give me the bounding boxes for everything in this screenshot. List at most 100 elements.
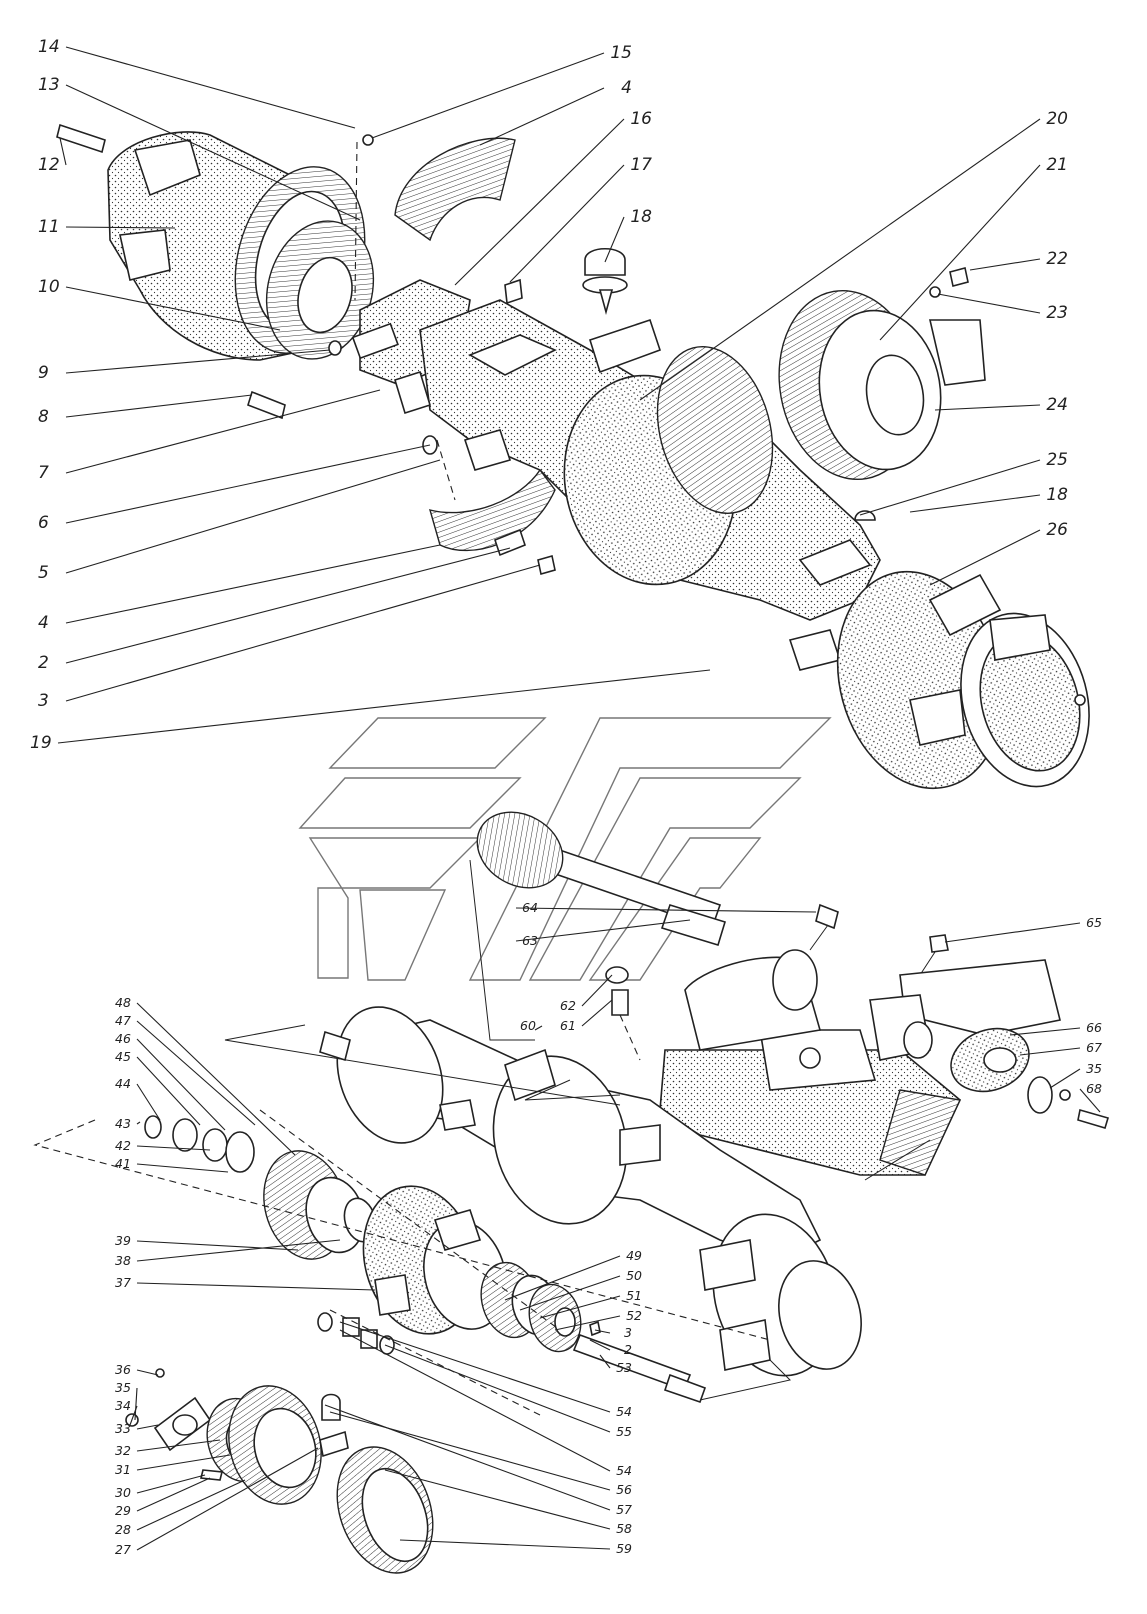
callout-top-leader-5	[639, 118, 1041, 401]
callout-bottom-leader-4	[534, 1025, 543, 1031]
callout-bottom-leader-15	[136, 1121, 141, 1125]
callout-bottom-9: 68	[1086, 1081, 1102, 1096]
callout-bottom-15: 43	[115, 1116, 131, 1131]
callout-bottom-26: 2	[624, 1342, 632, 1357]
callout-bottom-leader-14	[136, 1083, 161, 1121]
callout-top-24: 2	[38, 653, 49, 673]
callout-bottom-leader-32	[136, 1439, 221, 1452]
watermark-logo	[298, 717, 832, 981]
callout-bottom-37: 27	[115, 1542, 131, 1557]
callout-top-leader-13	[937, 293, 1041, 314]
callout-bottom-33: 31	[115, 1462, 131, 1477]
callout-bottom-18: 39	[115, 1233, 131, 1248]
callout-bottom-32: 32	[115, 1443, 131, 1458]
callout-bottom-leader-3	[581, 974, 613, 1007]
callout-bottom-44: 59	[616, 1541, 632, 1556]
callout-top-leader-18	[859, 459, 1041, 516]
callout-bottom-leader-5	[581, 999, 613, 1027]
callout-bottom-8: 35	[1086, 1061, 1102, 1076]
callout-bottom-leader-31	[136, 1424, 159, 1430]
callout-bottom-23: 51	[626, 1288, 642, 1303]
callout-top-leader-25	[65, 564, 541, 702]
callout-top-26: 19	[30, 733, 52, 753]
callout-bottom-39: 55	[616, 1424, 632, 1439]
callout-top-12: 10	[38, 277, 60, 297]
callout-bottom-leader-9	[1079, 1088, 1101, 1113]
callout-bottom-41: 56	[616, 1482, 632, 1497]
callout-bottom-31: 33	[115, 1421, 131, 1436]
callout-bottom-leader-17	[136, 1163, 229, 1173]
callout-bottom-5: 61	[560, 1018, 576, 1033]
callout-top-leader-26	[57, 669, 711, 744]
callout-bottom-leader-35	[136, 1477, 211, 1512]
callout-bottom-30: 34	[115, 1398, 131, 1413]
callout-top-leader-12	[65, 286, 281, 331]
callout-bottom-leader-19	[136, 1239, 341, 1262]
callout-bottom-leader-10	[136, 1002, 296, 1156]
callout-top-leader-14	[65, 349, 331, 374]
callout-bottom-leader-8	[1049, 1068, 1081, 1089]
callout-bottom-43: 58	[616, 1521, 632, 1536]
callout-bottom-24: 52	[626, 1308, 642, 1323]
callout-bottom-29: 35	[115, 1380, 131, 1395]
callout-top-leader-1	[371, 52, 605, 139]
callout-top-17: 7	[38, 463, 49, 483]
callout-top-leader-4	[454, 118, 625, 286]
callout-bottom-11: 47	[115, 1013, 131, 1028]
dashed-lines	[33, 141, 931, 1416]
callout-bottom-leader-2	[515, 919, 691, 942]
callout-bottom-leader-28	[136, 1369, 159, 1376]
callout-bottom-leader-37	[136, 1447, 319, 1551]
callout-top-6: 12	[38, 155, 60, 175]
callout-bottom-leader-43	[384, 1469, 611, 1530]
callout-bottom-35: 29	[115, 1503, 131, 1518]
callout-bottom-leader-29	[134, 1387, 138, 1421]
callout-bottom-leader-7	[1019, 1047, 1081, 1056]
callout-bottom-leader-36	[136, 1479, 246, 1531]
callout-bottom-leader-16	[136, 1145, 211, 1151]
callout-top-18: 25	[1046, 450, 1068, 470]
callout-top-0: 14	[38, 37, 60, 57]
callout-bottom-leader-44	[399, 1539, 611, 1550]
callout-bottom-leader-40	[339, 1329, 611, 1472]
callout-top-leader-6	[59, 137, 67, 166]
callout-top-leader-11	[969, 258, 1041, 271]
callout-top-leader-9	[604, 216, 625, 263]
callout-top-11: 22	[1046, 249, 1068, 269]
callout-bottom-2: 63	[522, 933, 538, 948]
callout-bottom-34: 30	[115, 1485, 131, 1500]
callout-top-leader-2	[65, 84, 361, 221]
callout-bottom-leader-39	[384, 1344, 611, 1433]
callout-bottom-6: 66	[1086, 1020, 1102, 1035]
callout-bottom-7: 67	[1086, 1040, 1102, 1055]
callout-top-7: 17	[630, 155, 652, 175]
callout-bottom-20: 37	[115, 1275, 131, 1290]
callout-bottom-4: 60	[520, 1018, 536, 1033]
callout-bottom-leader-23	[539, 1295, 621, 1319]
callout-top-5: 20	[1046, 109, 1068, 129]
upper-axle-assembly	[56, 123, 1090, 790]
callout-bottom-leader-12	[136, 1038, 226, 1131]
callout-bottom-leader-20	[136, 1282, 376, 1291]
callout-bottom-13: 45	[115, 1049, 131, 1064]
callout-bottom-leader-24	[554, 1315, 621, 1331]
callout-bottom-12: 46	[115, 1031, 131, 1046]
callout-bottom-42: 57	[616, 1502, 632, 1517]
callout-top-16: 8	[38, 407, 49, 427]
callout-bottom-36: 28	[115, 1522, 131, 1537]
callout-top-20: 6	[38, 513, 49, 533]
callout-bottom-28: 36	[115, 1362, 131, 1377]
callout-bottom-leader-42	[324, 1404, 611, 1511]
callout-top-22: 5	[38, 563, 49, 583]
lower-axle-assembly	[125, 811, 1109, 1574]
callout-top-leader-22	[65, 459, 441, 574]
callout-top-2: 13	[38, 75, 60, 95]
callout-bottom-27: 53	[616, 1360, 632, 1375]
callout-bottom-leader-41	[329, 1411, 611, 1491]
callout-top-21: 26	[1046, 520, 1068, 540]
callout-bottom-19: 38	[115, 1253, 131, 1268]
callout-bottom-22: 50	[626, 1268, 642, 1283]
callout-top-8: 21	[1046, 155, 1068, 175]
callout-bottom-16: 42	[115, 1138, 131, 1153]
